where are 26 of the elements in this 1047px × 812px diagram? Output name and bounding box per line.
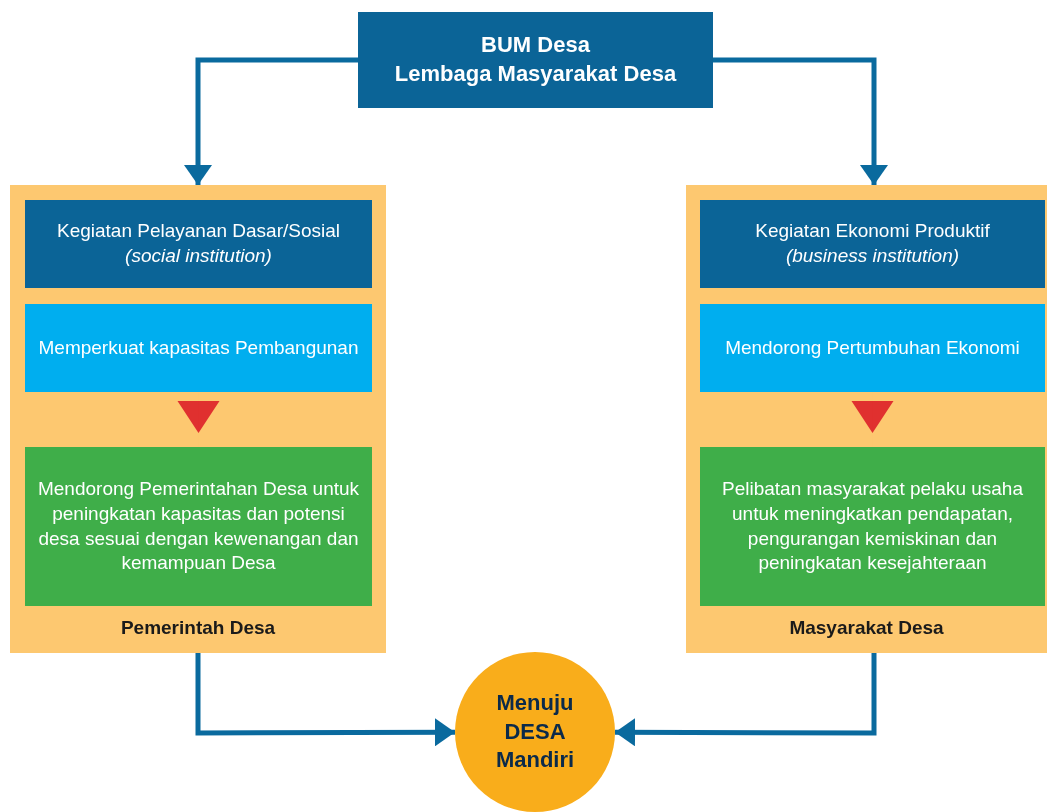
outcome-box — [25, 447, 372, 606]
box-text: BUM Desa — [480, 31, 591, 60]
activity-box — [700, 200, 1045, 288]
box-text: Memperkuat kapasitas Pembangunan — [37, 335, 360, 360]
title-box — [358, 12, 713, 108]
group-panel — [10, 185, 386, 653]
connector-arrow — [184, 57, 358, 185]
group-label: Masyarakat Desa — [788, 616, 945, 641]
outcome-box — [700, 447, 1045, 606]
group-panel — [686, 185, 1047, 653]
box-text: Pelibatan masyarakat pelaku usaha untuk meningkatkan pendapatan, pengurangan kemiskinan dan peningkatan kesejahteraan — [721, 477, 1024, 576]
box-subtext: (business institution) — [784, 244, 961, 268]
connector-arrow — [195, 653, 455, 747]
box-text: Menuju DESA Mandiri — [494, 689, 576, 775]
box-text: Mendorong Pemerintahan Desa untuk peningkatan kapasitas dan potensi desa sesuai dengan kewenangan dan kemampuan Desa — [36, 477, 361, 576]
connector-arrow — [713, 57, 888, 185]
box-subtext: Lembaga Masyarakat Desa — [393, 60, 678, 88]
goal-box — [700, 304, 1045, 392]
box-text: Kegiatan Ekonomi Produktif — [754, 219, 991, 244]
activity-box — [25, 200, 372, 288]
goal-box — [25, 304, 372, 392]
box-text: Kegiatan Pelayanan Dasar/Sosial — [55, 219, 342, 244]
box-text: Mendorong Pertumbuhan Ekonomi — [724, 335, 1021, 360]
box-subtext: (social institution) — [124, 244, 273, 268]
connector-arrow — [615, 653, 877, 747]
group-label: Pemerintah Desa — [119, 616, 277, 641]
